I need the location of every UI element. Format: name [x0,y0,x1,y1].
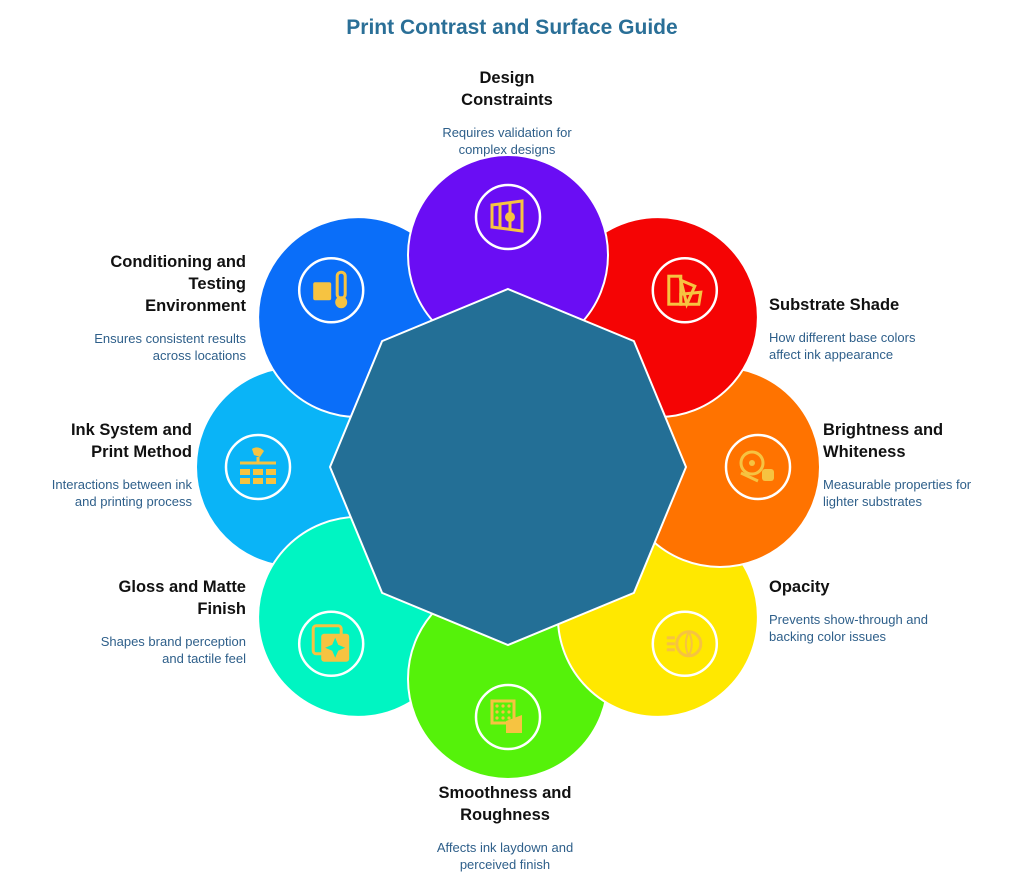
label-smoothness-roughness: Smoothness and Roughness Affects ink lay… [385,782,625,873]
label-ink-system: Ink System and Print Method Interactions… [6,419,192,510]
label-description: Measurable properties for lighter substr… [823,477,972,509]
segment-icons [224,183,792,751]
label-title: Design Constraints [461,69,553,109]
label-title: Ink System and Print Method [70,421,192,461]
label-title: Substrate Shade [769,296,900,314]
sparkle-card-icon [297,610,365,678]
label-title: Gloss and Matte Finish [118,578,246,618]
thermometer-icon [297,256,365,324]
ink-dispenser-icon [224,433,292,501]
label-description: Requires validation for complex designs [442,125,572,157]
center-octagon [328,287,688,647]
label-title: Smoothness and Roughness [438,784,572,824]
label-opacity: Opacity Prevents show-through and backin… [769,576,1009,645]
label-substrate-shade: Substrate Shade How different base color… [769,294,1009,363]
label-gloss-matte: Gloss and Matte Finish Shapes brand perc… [6,576,246,667]
label-title: Brightness and Whiteness [823,421,944,461]
texture-icon [474,683,542,751]
label-design-constraints: Design Constraints Requires validation f… [387,67,627,158]
label-title: Opacity [769,578,830,596]
label-description: Interactions between ink and printing pr… [51,477,192,509]
label-description: Affects ink laydown and perceived finish [436,840,574,872]
label-brightness-whiteness: Brightness and Whiteness Measurable prop… [823,419,1018,510]
label-description: Prevents show-through and backing color … [769,612,928,644]
light-roll-icon [724,433,792,501]
color-swatch-icon [651,256,719,324]
label-title: Conditioning and Testing Environment [110,253,246,315]
label-conditioning: Conditioning and Testing Environment Ens… [6,251,246,364]
page-title: Print Contrast and Surface Guide [346,16,678,39]
light-bulb-icon [651,610,719,678]
center-octagon-shape [328,287,688,647]
label-description: Ensures consistent results across locati… [94,331,246,363]
label-description: Shapes brand perception and tactile feel [100,634,246,666]
label-description: How different base colors affect ink app… [769,330,916,362]
design-pen-icon [474,183,542,251]
